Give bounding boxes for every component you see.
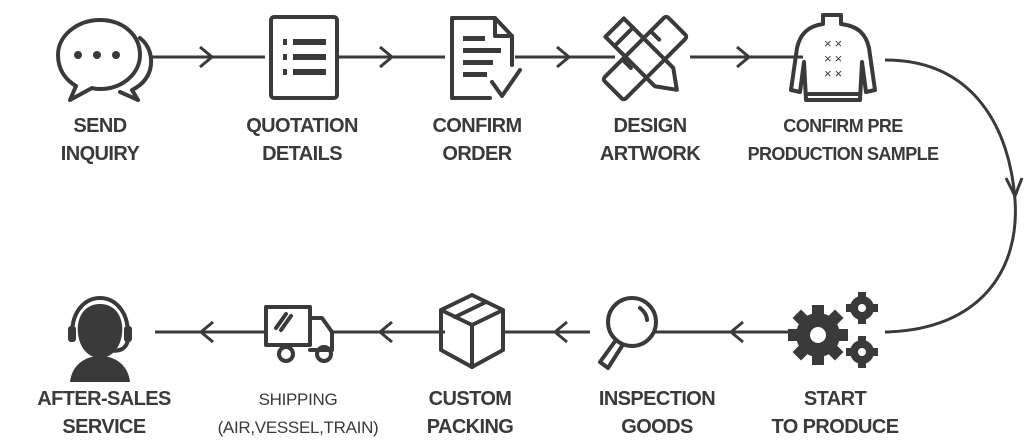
step-label: TO PRODUCE xyxy=(772,416,899,438)
step-label: ARTWORK xyxy=(600,143,701,165)
step-label: INQUIRY xyxy=(61,143,141,165)
step-design-artwork: DESIGN ARTWORK xyxy=(600,115,702,165)
document-check-icon xyxy=(450,16,522,100)
magnifier-icon xyxy=(598,296,658,370)
step-label: GOODS xyxy=(621,416,693,438)
step-label: DETAILS xyxy=(262,143,342,165)
sweater-pattern: × × xyxy=(824,36,842,51)
step-label: DESIGN xyxy=(613,115,686,137)
arrow-down-icon xyxy=(1004,177,1024,200)
arrow-left-icon xyxy=(198,320,214,344)
arrow-right-icon xyxy=(556,45,572,69)
arrow-left-icon xyxy=(377,320,393,344)
step-label: PACKING xyxy=(427,416,514,438)
truck-icon xyxy=(264,305,334,363)
step-after-sales-service: AFTER-SALES SERVICE xyxy=(37,388,171,438)
step-label: SHIPPING xyxy=(259,390,338,409)
arrow-right-icon xyxy=(379,45,395,69)
step-label: SERVICE xyxy=(62,416,146,438)
step-quotation-details: QUOTATION DETAILS xyxy=(246,115,358,165)
headset-agent-icon xyxy=(68,296,132,382)
step-label: CUSTOM xyxy=(429,388,512,410)
step-confirm-order: CONFIRM ORDER xyxy=(432,115,522,165)
step-label: (AIR,VESSEL,TRAIN) xyxy=(218,418,379,437)
chat-bubbles-icon xyxy=(56,18,154,102)
sweater-pattern: × × xyxy=(824,66,842,81)
connector-lines xyxy=(152,55,1017,334)
step-label: AFTER-SALES xyxy=(37,388,171,410)
step-label: QUOTATION xyxy=(246,115,358,137)
list-document-icon xyxy=(269,15,339,100)
arrow-heads xyxy=(198,45,1024,344)
pencil-ruler-icon xyxy=(601,14,689,102)
step-send-inquiry: SEND INQUIRY xyxy=(61,115,141,165)
arrow-left-icon xyxy=(728,320,744,344)
step-label: CONFIRM xyxy=(432,115,521,137)
step-shipping: SHIPPING (AIR,VESSEL,TRAIN) xyxy=(218,390,379,437)
step-label: INSPECTION xyxy=(599,388,715,410)
step-inspection-goods: INSPECTION GOODS xyxy=(599,388,716,438)
sweater-pattern: × × xyxy=(824,51,842,66)
step-label: ORDER xyxy=(442,143,512,165)
step-custom-packing: CUSTOM PACKING xyxy=(427,388,514,438)
gears-icon xyxy=(788,292,878,368)
box-icon xyxy=(439,293,505,369)
arrow-right-icon xyxy=(736,45,752,69)
arrow-right-icon xyxy=(199,45,215,69)
sweater-icon: × × × × × × xyxy=(789,13,877,102)
step-label: CONFIRM PRE xyxy=(783,116,903,136)
step-confirm-pre-production-sample: CONFIRM PRE PRODUCTION SAMPLE xyxy=(748,116,940,164)
step-label: START xyxy=(804,388,867,410)
step-label: SEND xyxy=(73,115,126,137)
step-label: PRODUCTION SAMPLE xyxy=(748,144,939,164)
arrow-left-icon xyxy=(552,320,568,344)
step-start-to-produce: START TO PRODUCE xyxy=(772,388,900,438)
